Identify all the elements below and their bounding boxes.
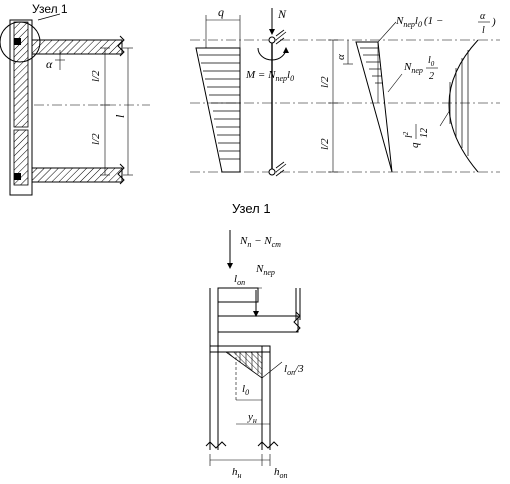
moment-diagrams: l/2 l/2 α Nперl0(1 − bbox=[319, 11, 496, 173]
mid-dim-half-top: l/2 bbox=[319, 76, 331, 88]
left-dim-half-top: l/2 bbox=[90, 70, 102, 82]
load-diagram: q N M = Nперl0 bbox=[190, 5, 500, 177]
det-hn-label: hн bbox=[232, 466, 242, 480]
det-lop-label: lоп bbox=[234, 273, 245, 287]
label-q: q bbox=[218, 5, 224, 19]
svg-text:l2: l2 bbox=[402, 131, 415, 138]
det-N-label: Nп − Nст bbox=[239, 235, 281, 249]
node-title: Узел 1 bbox=[232, 201, 271, 216]
wall-section: Узел 1 α l/2 l/2 l bbox=[0, 2, 150, 196]
det-yn-label: yн bbox=[247, 411, 257, 425]
wall-hatch-top bbox=[13, 21, 29, 128]
formula-mid-den: 2 bbox=[429, 71, 434, 82]
det-pressure-triangle bbox=[224, 351, 263, 379]
node-detail: Nп − Nст Nпер lоп bbox=[205, 230, 304, 480]
svg-text:q: q bbox=[409, 142, 421, 148]
mid-dim-half-bot: l/2 bbox=[319, 138, 331, 150]
left-dim-l: l bbox=[113, 114, 127, 118]
wall-hatch-bottom bbox=[13, 129, 29, 186]
det-lop3-label: lоп/3 bbox=[284, 363, 304, 377]
det-l0-label: l0 bbox=[242, 383, 249, 397]
formula-mid: Nпер bbox=[403, 61, 423, 75]
node-circle bbox=[0, 21, 41, 63]
formula-parabola: q l2 12 bbox=[402, 124, 430, 148]
node-callout-label: Узел 1 bbox=[32, 2, 68, 16]
det-slab bbox=[217, 315, 299, 333]
upper-slab bbox=[31, 39, 123, 55]
parabola-moment bbox=[448, 39, 479, 173]
left-dim-half-bot: l/2 bbox=[90, 133, 102, 145]
formula-top-close: ) bbox=[491, 16, 496, 28]
label-N: N bbox=[277, 7, 287, 21]
det-hop-label: hоп bbox=[274, 466, 288, 480]
svg-text:12: 12 bbox=[419, 128, 430, 138]
det-Nper-label: Nпер bbox=[255, 263, 275, 277]
lower-slab bbox=[31, 167, 123, 183]
mid-alpha: α bbox=[335, 54, 347, 60]
triangle-moment bbox=[355, 41, 393, 173]
formula-top-den: l bbox=[482, 25, 485, 36]
formula-mid-num: l0 bbox=[428, 55, 435, 68]
left-alpha: α bbox=[46, 57, 53, 71]
distributed-load-q bbox=[195, 47, 241, 173]
label-M: M = Nперl0 bbox=[245, 69, 294, 83]
formula-top-num: α bbox=[480, 11, 486, 22]
formula-top: Nперl0(1 − bbox=[395, 15, 443, 29]
